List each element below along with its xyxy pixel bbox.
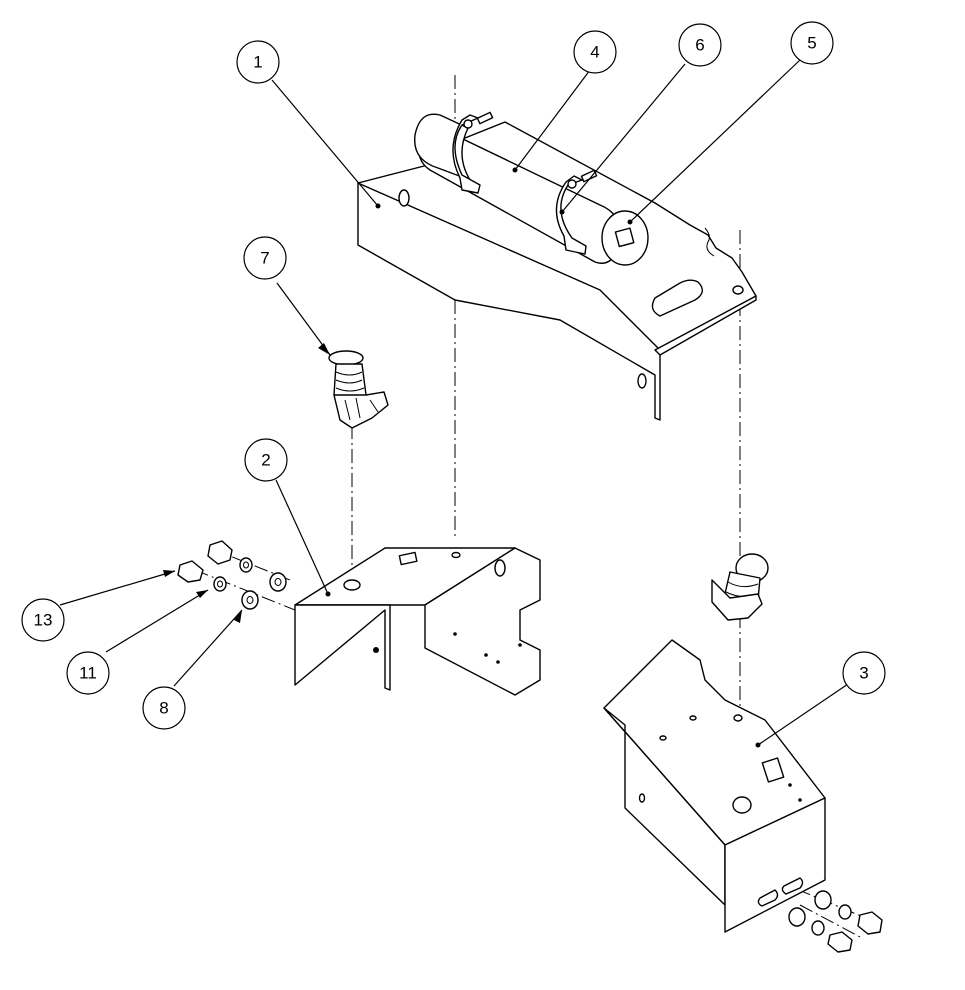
balloon-label: 4 — [590, 43, 599, 62]
bracket-hole — [689, 715, 697, 721]
balloon-label: 3 — [859, 664, 868, 683]
hex-screw — [857, 911, 883, 935]
balloon-label: 6 — [695, 36, 704, 55]
balloon-2: 2 — [244, 438, 288, 482]
hex-screw — [827, 931, 853, 953]
bracket-slot — [781, 877, 804, 895]
hex-screw — [207, 540, 233, 565]
bracket-hole — [732, 285, 744, 295]
leader-lines — [59, 59, 849, 748]
clamp-nut — [463, 119, 473, 129]
lock-washer — [838, 904, 852, 920]
left-bracket-right-wall — [424, 547, 541, 696]
bracket-hole — [637, 373, 647, 389]
balloon-label: 8 — [159, 699, 168, 718]
hex-screw — [177, 560, 204, 583]
right-fasteners — [788, 890, 883, 953]
balloon-3: 3 — [842, 651, 886, 695]
upper-mounting-bracket — [357, 121, 757, 421]
fuse-holder-assembly — [414, 111, 649, 266]
clamp-nut — [567, 179, 577, 189]
balloon-label: 7 — [260, 249, 269, 268]
push-button-cap — [328, 350, 364, 366]
bracket-hole — [733, 714, 743, 722]
fuse-clamp-left — [452, 114, 481, 194]
bracket-hole — [638, 793, 646, 803]
balloon-label: 2 — [261, 451, 270, 470]
bracket-front-face — [357, 182, 661, 421]
bracket-hole — [451, 551, 461, 559]
left-bracket — [294, 547, 541, 696]
balloon-label: 1 — [253, 53, 262, 72]
balloon-5: 5 — [790, 21, 834, 65]
flat-washer — [241, 590, 259, 610]
fuse-terminal — [614, 227, 635, 248]
flat-washer — [269, 572, 287, 592]
fuse-clamp-right — [555, 175, 587, 255]
flat-washer — [788, 907, 806, 927]
balloon-8: 8 — [142, 686, 186, 730]
lock-washer — [239, 557, 253, 573]
bracket-switch-hole — [343, 579, 361, 591]
bracket-square-cutout — [761, 757, 785, 783]
flat-washer — [814, 890, 832, 910]
right-bracket-side-face — [603, 707, 726, 906]
lock-washer — [213, 576, 227, 592]
balloon-label: 11 — [79, 664, 97, 683]
upper-push-button — [328, 350, 389, 429]
push-button-contact-block — [711, 579, 763, 621]
left-fasteners — [177, 540, 287, 610]
balloon-7: 7 — [243, 236, 287, 280]
bracket-right-flange — [654, 295, 757, 356]
push-button-contact-block — [333, 391, 389, 429]
bracket-square-cutout — [398, 551, 418, 566]
balloon-6: 6 — [678, 23, 722, 67]
bracket-hole — [398, 189, 410, 207]
bracket-slot — [757, 889, 779, 907]
balloon-13: 13 — [21, 598, 65, 642]
balloon-label: 13 — [34, 611, 53, 630]
balloon-label: 5 — [807, 34, 816, 53]
bracket-hole — [659, 735, 667, 741]
bracket-switch-hole — [732, 796, 752, 814]
right-bracket-front-face — [724, 797, 826, 933]
balloon-11: 11 — [66, 651, 110, 695]
clamp-screw — [476, 111, 494, 125]
lock-washer — [811, 920, 825, 936]
left-bracket-front-face — [294, 604, 391, 691]
bracket-hole — [494, 559, 506, 577]
lower-push-button — [711, 553, 769, 621]
right-bracket — [603, 639, 826, 933]
balloon-4: 4 — [573, 30, 617, 74]
bracket-slot — [651, 279, 703, 317]
balloon-1: 1 — [236, 40, 280, 84]
